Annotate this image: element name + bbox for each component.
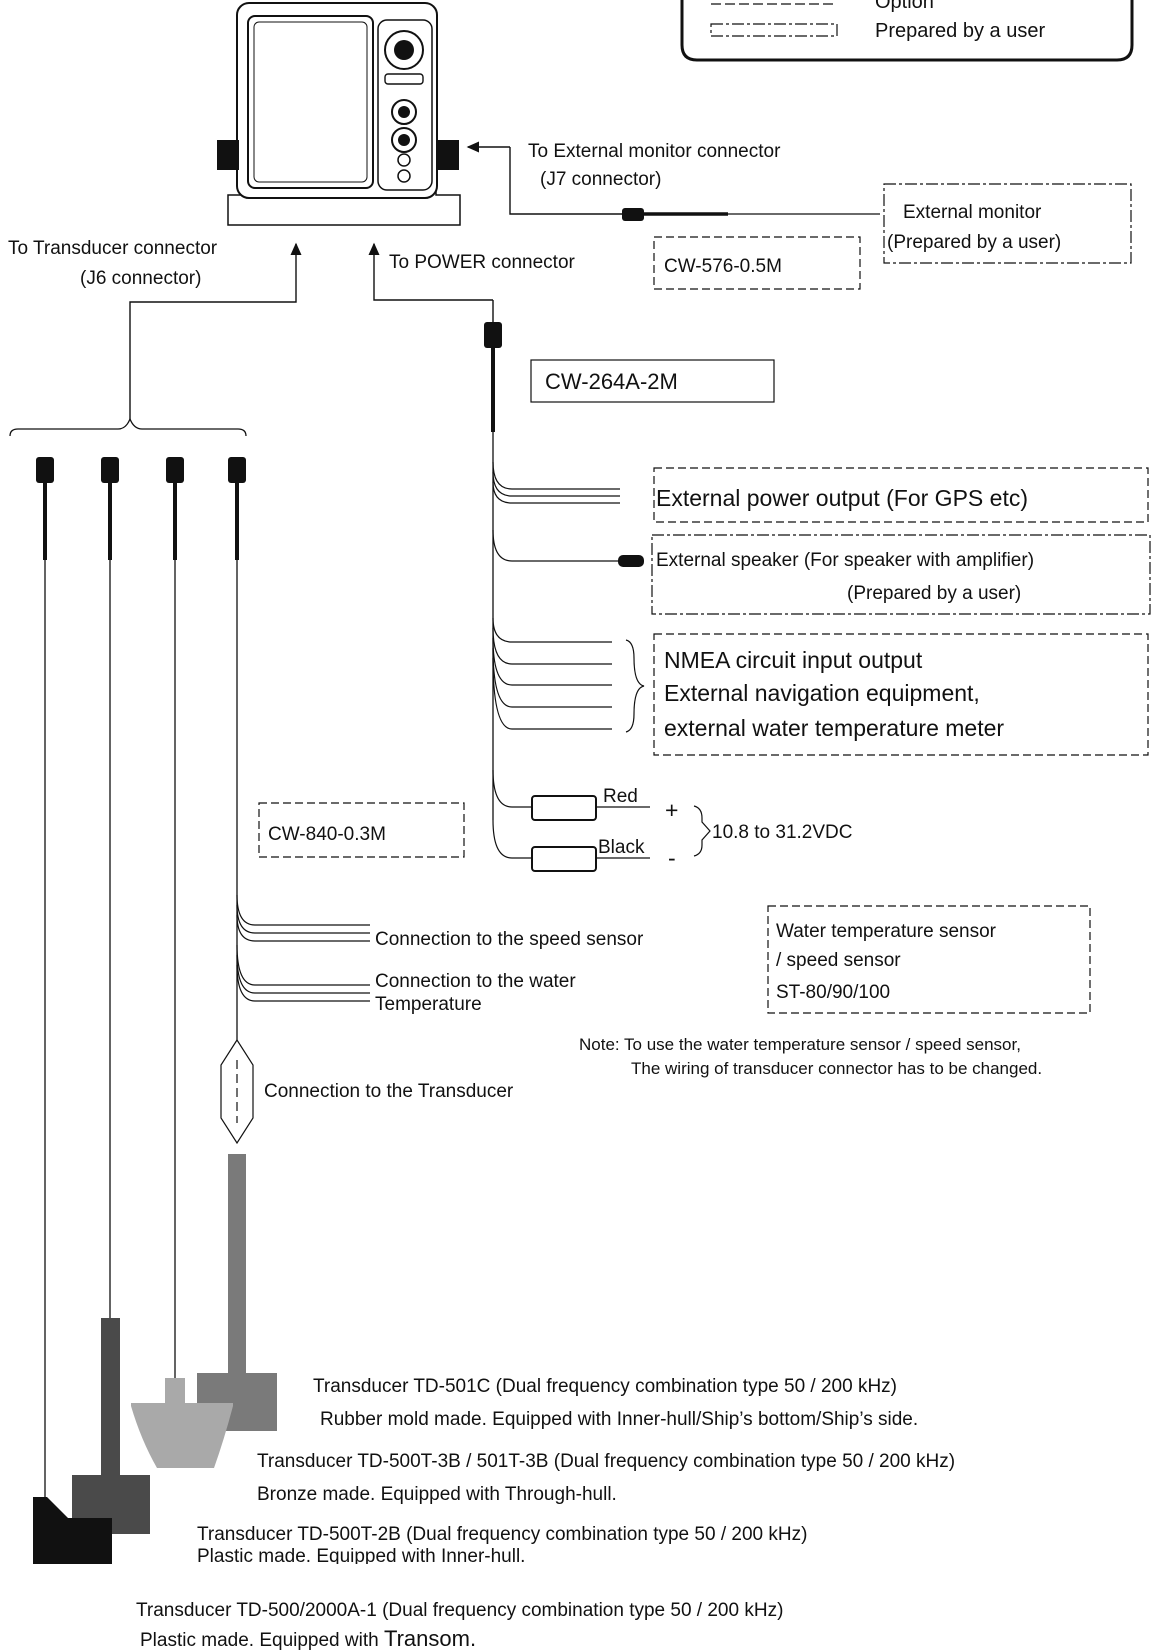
nmea-line-3: external water temperature meter	[664, 715, 1004, 741]
transducer-td501c: Transducer TD-501C (Dual frequency combi…	[197, 1154, 918, 1431]
voltage-label: 10.8 to 31.2VDC	[712, 822, 852, 843]
ext-speaker-box	[651, 534, 1151, 615]
water-label-1: Connection to the water	[375, 971, 576, 992]
legend-option-label: Option	[875, 0, 934, 13]
monitor-cable-box	[653, 236, 861, 290]
nmea-line-2: External navigation equipment,	[664, 680, 980, 706]
right-knob	[437, 140, 459, 170]
sensor-box-line-1: Water temperature sensor	[776, 921, 997, 942]
power-cable-label: CW-264A-2M	[545, 369, 678, 394]
monitor-plug	[622, 208, 644, 221]
legend-user-box	[710, 23, 838, 37]
transducer-splice	[220, 1038, 254, 1145]
left-knob	[217, 140, 239, 170]
td500t2b-desc: Plastic made. Equipped with Inner-hull.	[197, 1546, 525, 1564]
note-line-2: The wiring of transducer connector has t…	[631, 1059, 1042, 1078]
td5002000a1-name: Transducer TD-500/2000A-1 (Dual frequenc…	[136, 1600, 784, 1621]
ext-power-label: External power output (For GPS etc)	[656, 485, 1028, 511]
speed-sensor-label: Connection to the speed sensor	[375, 929, 644, 950]
speaker-plug	[618, 555, 644, 567]
nmea-line-1: NMEA circuit input output	[664, 647, 923, 673]
plus-label: +	[665, 797, 678, 823]
transducer-td500t2b-shape	[72, 1318, 150, 1534]
ext-power-box	[653, 467, 1149, 523]
power-cable-box	[530, 359, 775, 403]
td5002000a1-desc-emph: Transom.	[383, 1626, 477, 1651]
transducer-td5002000a1-shape	[33, 1497, 112, 1564]
unit-screen	[247, 15, 374, 189]
transducer-cables	[36, 457, 246, 1497]
sensor-cable-box	[258, 802, 465, 858]
red-label: Red	[603, 786, 638, 807]
transducer-td500t2b: Transducer TD-500T-2B (Dual frequency co…	[72, 1318, 807, 1564]
power-connector-label: To POWER connector	[389, 252, 576, 273]
cursor-pad	[384, 30, 424, 70]
minus-label: -	[668, 845, 676, 871]
red-fuse	[531, 795, 597, 821]
sensor-box-line-2: / speed sensor	[776, 950, 901, 971]
transducer-td500t3b-shape	[131, 1378, 233, 1468]
td501c-name: Transducer TD-501C (Dual frequency combi…	[313, 1376, 897, 1397]
monitor-cable-label: CW-576-0.5M	[664, 256, 782, 277]
sensor-box: Water temperature sensor / speed sensor …	[579, 905, 1091, 1078]
power-plug	[484, 322, 502, 348]
transducer-feed: To Transducer connector (J6 connector)	[8, 238, 302, 437]
sensor-branches: CW-840-0.3M Connection to the speed sens…	[220, 802, 644, 1145]
sensor-box-line-3: ST-80/90/100	[776, 982, 890, 1003]
transducer-connector-sub: (J6 connector)	[80, 268, 201, 289]
monitor-connection: To External monitor connector (J7 connec…	[466, 141, 1132, 290]
external-monitor-sub: (Prepared by a user)	[887, 232, 1061, 253]
legend: Option Prepared by a user	[680, 0, 1134, 62]
ext-speaker-sub: (Prepared by a user)	[847, 583, 1021, 604]
td500t3b-name: Transducer TD-500T-3B / 501T-3B (Dual fr…	[257, 1451, 955, 1472]
td500t3b-desc: Bronze made. Equipped with Through-hull.	[257, 1484, 617, 1505]
black-fuse	[531, 846, 597, 872]
wiring-diagram: Option Prepared by a user To External mo…	[8, 0, 1151, 1564]
external-monitor-box	[883, 183, 1132, 264]
unit-body	[236, 2, 438, 199]
td501c-desc: Rubber mold made. Equipped with Inner-hu…	[320, 1409, 918, 1430]
transducer-td501c-shape	[197, 1154, 277, 1431]
monitor-connector-sub: (J7 connector)	[540, 169, 661, 190]
monitor-connector-label: To External monitor connector	[528, 141, 781, 162]
power-branches: External power output (For GPS etc) Exte…	[492, 461, 1151, 872]
black-label: Black	[598, 837, 645, 858]
main-unit	[217, 2, 461, 226]
td5002000a1-desc-prefix: Plastic made. Equipped with	[140, 1630, 384, 1651]
water-label-2: Temperature	[375, 994, 482, 1015]
note-line-1: Note: To use the water temperature senso…	[579, 1035, 1021, 1054]
legend-user-label: Prepared by a user	[875, 20, 1045, 42]
transducer-td500t3b: Transducer TD-500T-3B / 501T-3B (Dual fr…	[131, 1378, 955, 1505]
power-cable: To POWER connector CW-264A-2M	[368, 242, 775, 820]
nmea-box	[653, 633, 1149, 756]
keypad	[377, 19, 433, 191]
transducer-td5002000a1	[33, 1497, 112, 1564]
external-monitor-label: External monitor	[903, 202, 1042, 223]
transducer-connector-label: To Transducer connector	[8, 238, 218, 259]
transducer-connection-label: Connection to the Transducer	[264, 1081, 514, 1102]
transducer-brace	[9, 417, 247, 437]
sensor-cable-label: CW-840-0.3M	[268, 824, 386, 845]
td5002000a1-desc: Plastic made. Equipped with Transom.	[140, 1626, 476, 1652]
td500t2b-name: Transducer TD-500T-2B (Dual frequency co…	[197, 1524, 807, 1545]
ext-speaker-label: External speaker (For speaker with ampli…	[656, 550, 1034, 571]
